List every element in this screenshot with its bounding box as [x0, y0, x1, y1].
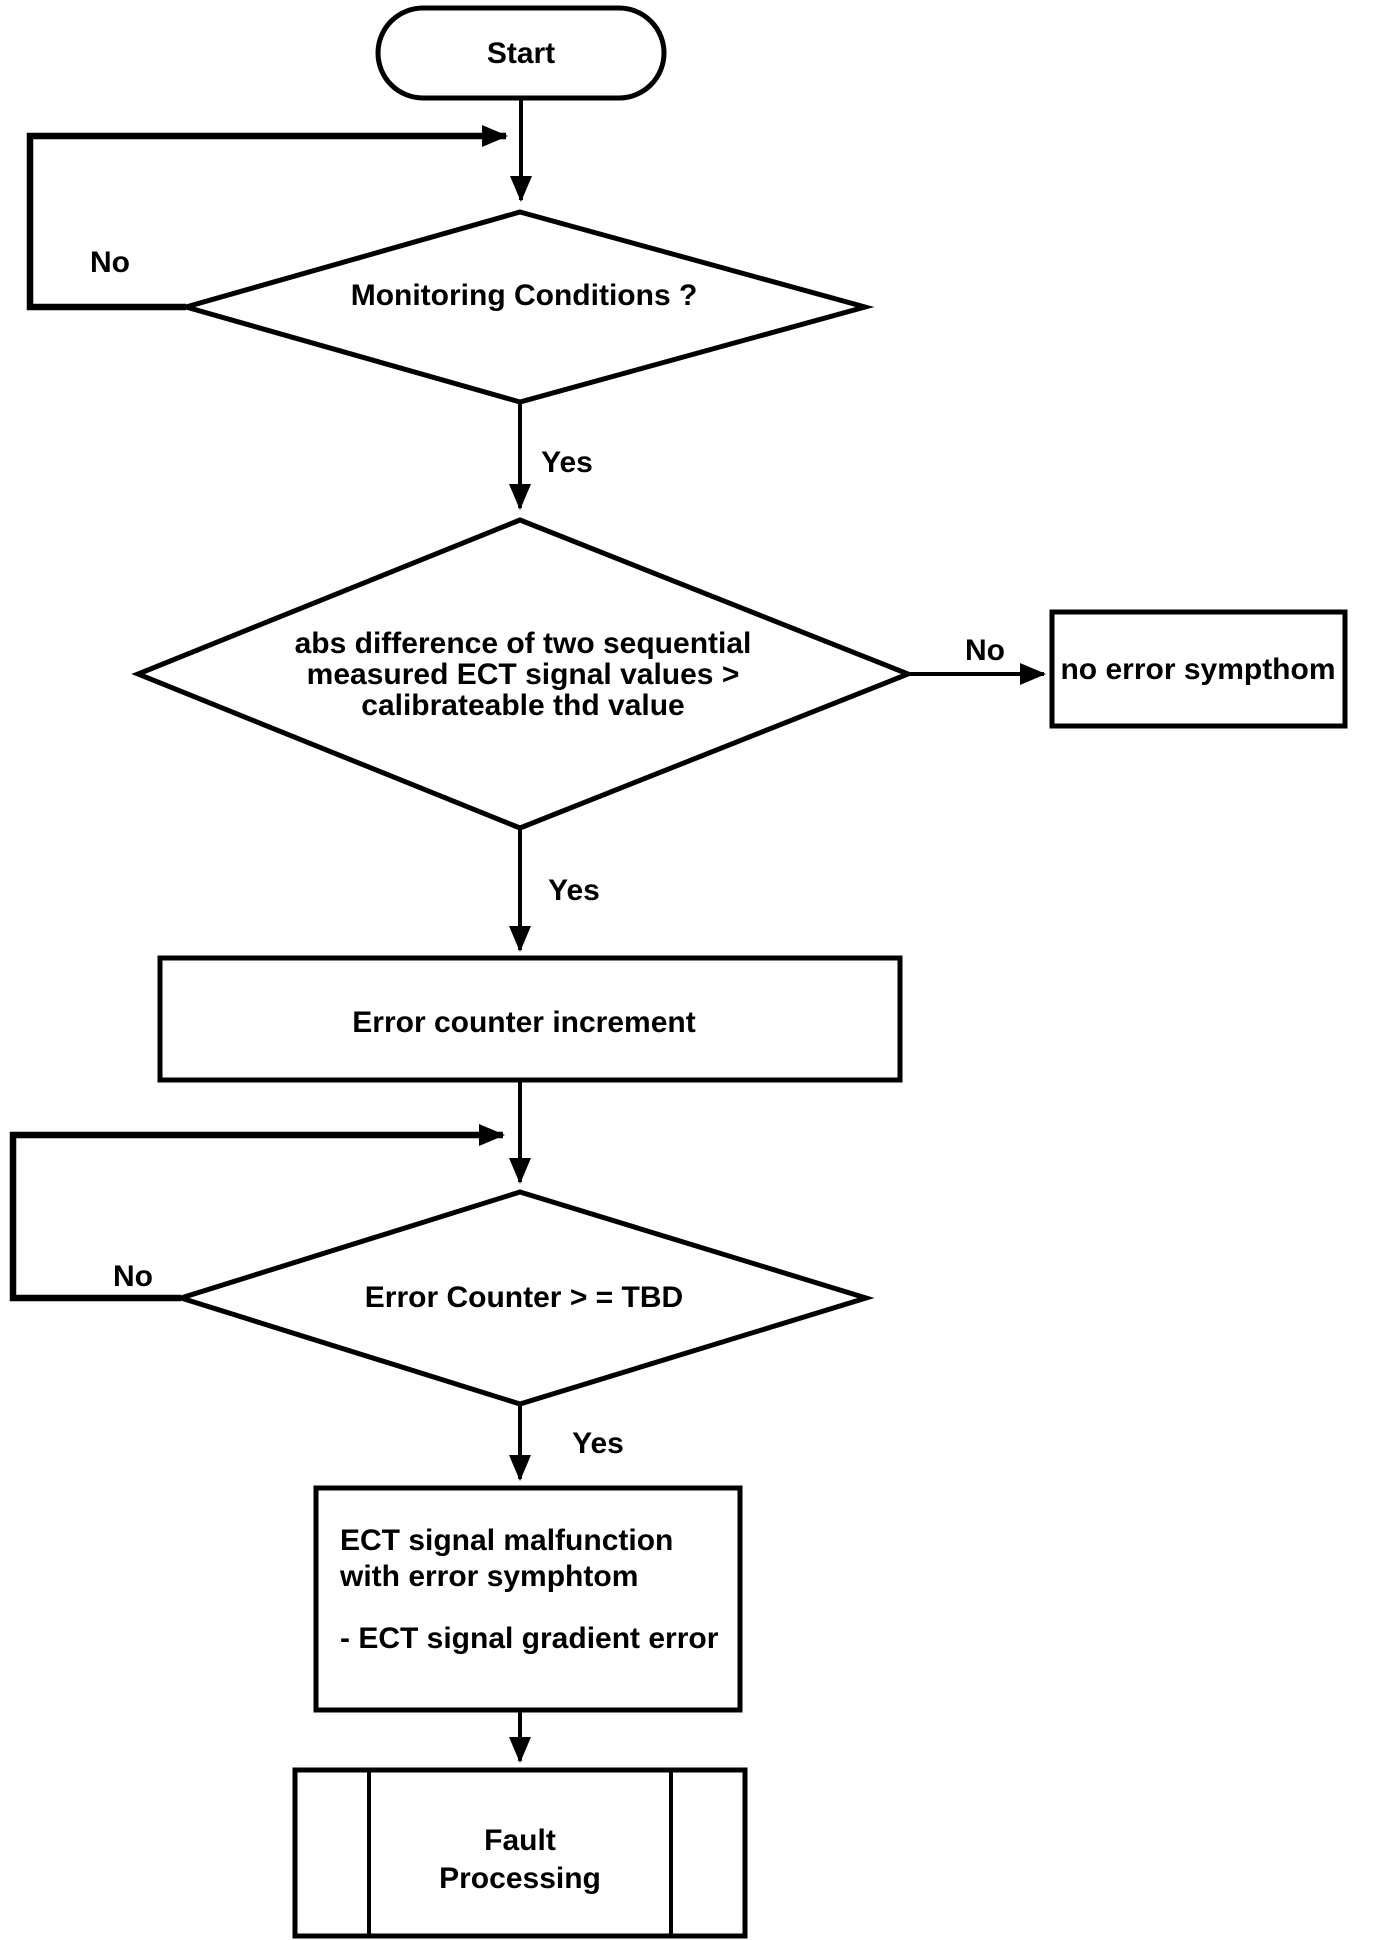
gradient-no-label: No	[965, 634, 1005, 667]
monitoring-conditions-label: Monitoring Conditions ?	[351, 279, 698, 312]
gradient-check-line2: measured ECT signal values >	[307, 658, 740, 691]
monitoring-yes-label: Yes	[541, 446, 593, 479]
monitoring-no-label: No	[90, 246, 130, 279]
start-label: Start	[487, 37, 555, 70]
edge-counter-no-loop	[9, 1124, 505, 1302]
no-error-symptom-label: no error sympthom	[1060, 653, 1335, 686]
error-counter-increment-box	[157, 955, 903, 1083]
gradient-check-line1: abs difference of two sequential	[295, 627, 752, 660]
fault-processing-line1: Fault	[484, 1824, 556, 1857]
ect-malfunction-line3: - ECT signal gradient error	[340, 1622, 719, 1655]
ect-malfunction-line1: ECT signal malfunction	[340, 1524, 673, 1557]
gradient-check-line3: calibrateable thd value	[361, 689, 684, 722]
start-node	[375, 5, 667, 101]
gradient-yes-label: Yes	[548, 874, 600, 907]
monitoring-conditions-decision	[176, 209, 875, 405]
counter-yes-label: Yes	[572, 1427, 624, 1460]
gradient-check-decision	[131, 517, 915, 831]
edge-monitoring-no-loop	[26, 125, 508, 311]
error-counter-increment-label: Error counter increment	[352, 1006, 695, 1039]
ect-malfunction-box	[313, 1485, 743, 1713]
ect-malfunction-line2: with error symphtom	[339, 1560, 638, 1593]
counter-no-label: No	[113, 1260, 153, 1293]
no-error-symptom-box	[1049, 609, 1348, 729]
fault-processing-line2: Processing	[439, 1862, 601, 1895]
error-counter-check-label: Error Counter > = TBD	[365, 1281, 683, 1314]
error-counter-check-decision	[172, 1189, 875, 1407]
